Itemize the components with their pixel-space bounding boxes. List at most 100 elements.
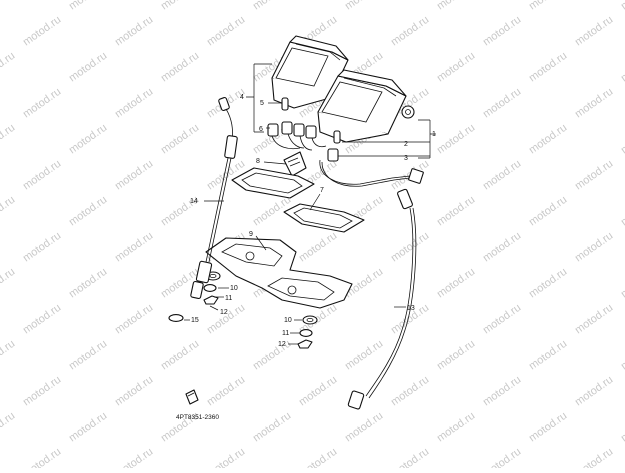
watermark-text: motod.ru [527,194,569,229]
watermark-text: motod.ru [573,446,615,468]
nut-left [203,295,219,305]
watermark-text: motod.ru [297,446,339,468]
meter-gasket [283,203,365,233]
watermark-text: motod.ru [573,302,615,337]
watermark-text: motod.ru [435,410,477,445]
watermark-text: motod.ru [435,122,477,157]
watermark-text: motod.ru [0,194,17,229]
watermark-text: motod.ru [573,374,615,409]
watermark-text: motod.ru [251,0,293,12]
callout-1: 1 [432,131,436,138]
watermark-text: motod.ru [435,194,477,229]
watermark-text: motod.ru [113,446,155,468]
watermark-text: motod.ru [21,14,63,49]
connector-block [283,151,307,177]
meter-bulb [333,130,341,144]
watermark-text: motod.ru [435,266,477,301]
washer-right [299,329,313,337]
callout-15: 15 [191,317,199,324]
watermark-text: motod.ru [113,14,155,49]
watermark-text: motod.ru [573,14,615,49]
callout-14: 14 [190,198,198,205]
watermark-text: motod.ru [21,446,63,468]
callout-10: 10 [230,285,238,292]
indicator-bulb [281,97,289,111]
watermark-text: motod.ru [0,266,17,301]
callout-8: 8 [256,158,260,165]
callout-9: 9 [249,231,253,238]
watermark-text: motod.ru [113,158,155,193]
watermark-text: motod.ru [67,266,109,301]
watermark-text: motod.ru [67,338,109,373]
nut-right [297,339,313,349]
watermark-text: motod.ru [481,374,523,409]
watermark-text: motod.ru [159,50,201,85]
watermark-text: motod.ru [619,194,625,229]
watermark-text: motod.ru [527,338,569,373]
watermark-text: motod.ru [297,230,339,265]
watermark-text: motod.ru [573,230,615,265]
watermark-text: motod.ru [481,14,523,49]
watermark-text: motod.ru [619,266,625,301]
watermark-text: motod.ru [21,374,63,409]
watermark-text: motod.ru [0,0,17,12]
watermark-text: motod.ru [0,50,17,85]
callout-11: 11 [225,295,232,302]
callout-7: 7 [320,187,324,194]
callout-labels: 1 2 3 4 5 6 7 8 9 10 11 12 13 14 15 10 1… [190,94,436,348]
watermark-text: motod.ru [389,446,431,468]
watermark-text: motod.ru [21,230,63,265]
watermark-text: motod.ru [481,446,523,468]
reference-tag-icon [185,389,199,405]
watermark-text: motod.ru [205,446,247,468]
callout-12b: 12 [278,341,286,348]
watermark-text: motod.ru [527,266,569,301]
leader-lines [184,63,436,345]
watermark-text: motod.ru [67,122,109,157]
watermark-text: motod.ru [21,302,63,337]
watermark-text: motod.ru [159,0,201,12]
meter-bracket [205,237,353,309]
watermark-text: motod.ru [159,122,201,157]
grommet-right [302,315,318,325]
watermark-text: motod.ru [159,338,201,373]
watermark-text: motod.ru [21,86,63,121]
callout-13: 13 [407,305,415,312]
callout-6: 6 [259,126,263,133]
watermark-text: motod.ru [619,410,625,445]
watermark-text: motod.ru [527,0,569,12]
o-ring [168,314,184,322]
watermark-text: motod.ru [435,0,477,12]
callout-11b: 11 [282,330,289,337]
watermark-text: motod.ru [343,410,385,445]
speedometer-cable [190,97,238,300]
watermark-text: motod.ru [389,14,431,49]
watermark-text: motod.ru [0,122,17,157]
callout-2: 2 [404,141,408,148]
watermark-text: motod.ru [527,410,569,445]
washer-left [203,284,217,292]
drawing-code: 4PT8351-2360 [176,414,220,421]
watermark-text: motod.ru [0,410,17,445]
watermark-text: motod.ru [251,338,293,373]
watermark-text: motod.ru [21,158,63,193]
watermark-text: motod.ru [67,50,109,85]
watermark-text: motod.ru [481,302,523,337]
watermark-text: motod.ru [481,86,523,121]
watermark-text: motod.ru [113,374,155,409]
bulb-socket-set [267,121,327,151]
lens-gasket [231,167,315,199]
watermark-text: motod.ru [297,374,339,409]
watermark-text: motod.ru [481,230,523,265]
callout-4: 4 [240,94,244,101]
watermark-text: motod.ru [619,50,625,85]
watermark-text: motod.ru [113,302,155,337]
watermark-text: motod.ru [573,158,615,193]
watermark-text: motod.ru [619,338,625,373]
watermark-text: motod.ru [619,0,625,12]
callout-3: 3 [404,155,408,162]
watermark-text: motod.ru [205,14,247,49]
watermark-text: motod.ru [343,0,385,12]
